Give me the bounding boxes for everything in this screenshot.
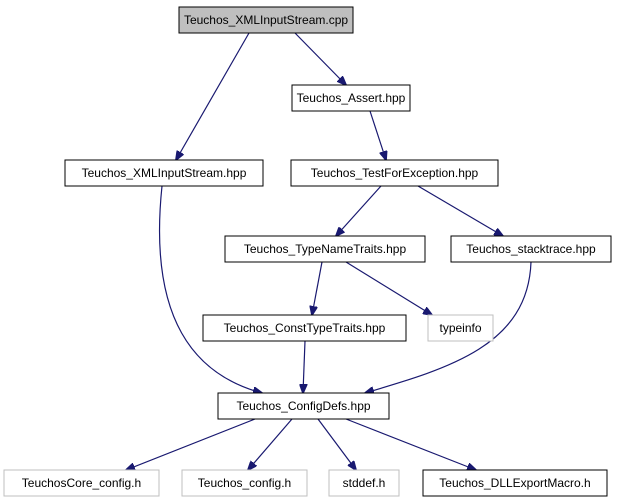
edge-xmlinputstream_cpp-to-xmlinputstream_hpp [176, 32, 250, 160]
node-box-stddef_h [328, 469, 400, 497]
edge-xmlinputstream_hpp-to-configdefs_hpp [158, 185, 262, 393]
node-box-typenametraits_hpp [224, 235, 426, 263]
node-box-stacktrace_hpp [450, 235, 612, 263]
node-label-xmlinputstream_hpp: Teuchos_XMLInputStream.hpp [82, 166, 247, 180]
edge-configdefs_hpp-to-teuchos_config_h [248, 418, 293, 470]
edge-testforexception_hpp-to-stacktrace_hpp [417, 185, 503, 236]
edge-configdefs_hpp-to-dllexportmacro_h [345, 418, 476, 470]
node-configdefs_hpp[interactable]: Teuchos_ConfigDefs.hpp [217, 392, 390, 420]
node-box-typeinfo [427, 314, 494, 342]
node-box-teuchoscore_config_h [3, 469, 160, 497]
node-consttypetraits_hpp[interactable]: Teuchos_ConstTypeTraits.hpp [202, 314, 407, 342]
node-box-dllexportmacro_h [422, 469, 608, 497]
node-label-testforexception_hpp: Teuchos_TestForException.hpp [311, 166, 479, 180]
node-box-assert_hpp [291, 84, 411, 112]
node-label-configdefs_hpp: Teuchos_ConfigDefs.hpp [236, 399, 370, 413]
edge-typenametraits_hpp-to-consttypetraits_hpp [312, 261, 323, 315]
node-label-consttypetraits_hpp: Teuchos_ConstTypeTraits.hpp [224, 321, 386, 335]
node-assert_hpp[interactable]: Teuchos_Assert.hpp [291, 84, 411, 112]
edge-consttypetraits_hpp-to-configdefs_hpp [303, 340, 305, 393]
edge-testforexception_hpp-to-typenametraits_hpp [336, 185, 382, 236]
node-label-stacktrace_hpp: Teuchos_stacktrace.hpp [466, 242, 596, 256]
node-typenametraits_hpp[interactable]: Teuchos_TypeNameTraits.hpp [224, 235, 426, 263]
node-label-assert_hpp: Teuchos_Assert.hpp [297, 91, 406, 105]
node-label-xmlinputstream_cpp: Teuchos_XMLInputStream.cpp [184, 13, 348, 27]
node-stddef_h: stddef.h [328, 469, 400, 497]
node-testforexception_hpp[interactable]: Teuchos_TestForException.hpp [290, 159, 499, 187]
edges [126, 32, 532, 470]
node-dllexportmacro_h[interactable]: Teuchos_DLLExportMacro.h [422, 469, 608, 497]
node-label-typeinfo: typeinfo [439, 321, 481, 335]
node-box-xmlinputstream_cpp [178, 6, 354, 34]
node-label-typenametraits_hpp: Teuchos_TypeNameTraits.hpp [244, 242, 407, 256]
edge-configdefs_hpp-to-teuchoscore_config_h [126, 418, 256, 470]
node-box-consttypetraits_hpp [202, 314, 407, 342]
edge-configdefs_hpp-to-stddef_h [317, 418, 356, 470]
node-teuchoscore_config_h: TeuchosCore_config.h [3, 469, 160, 497]
node-box-configdefs_hpp [217, 392, 390, 420]
node-teuchos_config_h: Teuchos_config.h [181, 469, 308, 497]
edge-stacktrace_hpp-to-configdefs_hpp [365, 261, 532, 393]
node-typeinfo: typeinfo [427, 314, 494, 342]
node-label-teuchos_config_h: Teuchos_config.h [198, 476, 291, 490]
node-stacktrace_hpp[interactable]: Teuchos_stacktrace.hpp [450, 235, 612, 263]
edge-typenametraits_hpp-to-typeinfo [345, 261, 432, 315]
node-box-teuchos_config_h [181, 469, 308, 497]
node-label-dllexportmacro_h: Teuchos_DLLExportMacro.h [439, 476, 590, 490]
node-box-testforexception_hpp [290, 159, 499, 187]
node-label-teuchoscore_config_h: TeuchosCore_config.h [22, 476, 141, 490]
node-xmlinputstream_cpp[interactable]: Teuchos_XMLInputStream.cpp [178, 6, 354, 34]
nodes: Teuchos_XMLInputStream.cppTeuchos_Assert… [3, 6, 612, 497]
edge-assert_hpp-to-testforexception_hpp [369, 110, 386, 160]
edge-xmlinputstream_cpp-to-assert_hpp [294, 32, 346, 85]
node-box-xmlinputstream_hpp [64, 159, 264, 187]
node-label-stddef_h: stddef.h [343, 476, 386, 490]
node-xmlinputstream_hpp[interactable]: Teuchos_XMLInputStream.hpp [64, 159, 264, 187]
